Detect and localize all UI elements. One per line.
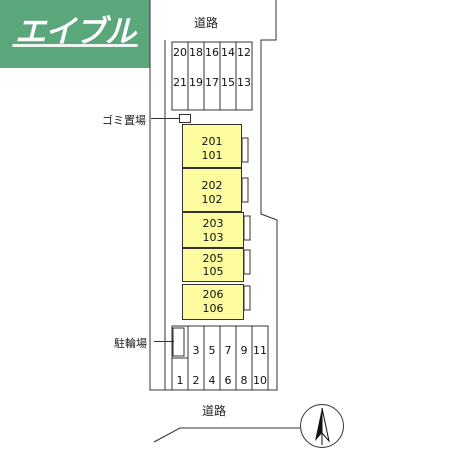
bicycle-leader-line: [154, 341, 174, 342]
parking-top-stalls: [171, 41, 253, 111]
garbage-area-label: ゴミ置場: [102, 114, 146, 127]
unit-lower-number: 101: [201, 149, 223, 162]
parking-number: 10: [253, 374, 267, 387]
parking-number: 3: [192, 344, 200, 357]
unit-206-106: 206 106: [182, 284, 244, 320]
parking-number: 16: [205, 46, 219, 59]
property-boundary: [149, 0, 278, 391]
parking-number: 9: [240, 344, 248, 357]
parking-number: 20: [173, 46, 187, 59]
unit-upper-number: 203: [202, 217, 224, 230]
parking-bottom-stalls: [171, 325, 269, 391]
garbage-leader-line: [151, 118, 179, 119]
parking-number: 15: [221, 76, 235, 89]
unit-lower-number: 106: [202, 302, 224, 315]
road-label-bottom: 道路: [202, 404, 227, 418]
unit-upper-number: 205: [202, 252, 224, 265]
unit-203-103: 203 103: [182, 212, 244, 248]
unit-201-101: 201 101: [182, 124, 242, 168]
parking-number: 5: [208, 344, 216, 357]
parking-number: 17: [205, 76, 219, 89]
compass: [300, 404, 344, 448]
unit-202-102: 202 102: [182, 168, 242, 212]
road-label-top: 道路: [194, 16, 219, 30]
parking-number: 8: [240, 374, 248, 387]
parking-number: 13: [237, 76, 251, 89]
balconies: [241, 137, 251, 311]
parking-number: 19: [189, 76, 203, 89]
parking-number: 1: [176, 374, 184, 387]
garbage-area-box: [179, 114, 191, 123]
unit-lower-number: 102: [201, 193, 223, 206]
parking-number: 2: [192, 374, 200, 387]
north-arrow-icon: [315, 407, 330, 445]
bicycle-parking-label: 駐輪場: [114, 337, 147, 350]
parking-number: 21: [173, 76, 187, 89]
unit-upper-number: 202: [201, 179, 223, 192]
parking-number: 18: [189, 46, 203, 59]
unit-lower-number: 105: [202, 265, 224, 278]
unit-upper-number: 206: [202, 288, 224, 301]
road-edge: [153, 427, 300, 443]
parking-number: 14: [221, 46, 235, 59]
parking-number: 6: [224, 374, 232, 387]
parking-number: 12: [237, 46, 251, 59]
unit-lower-number: 103: [202, 231, 224, 244]
parking-number: 4: [208, 374, 216, 387]
unit-205-105: 205 105: [182, 248, 244, 282]
parking-number: 11: [253, 344, 267, 357]
parking-number: 7: [224, 344, 232, 357]
logo-swoosh: [12, 44, 138, 47]
company-logo: エイブル: [0, 0, 150, 68]
unit-upper-number: 201: [201, 135, 223, 148]
